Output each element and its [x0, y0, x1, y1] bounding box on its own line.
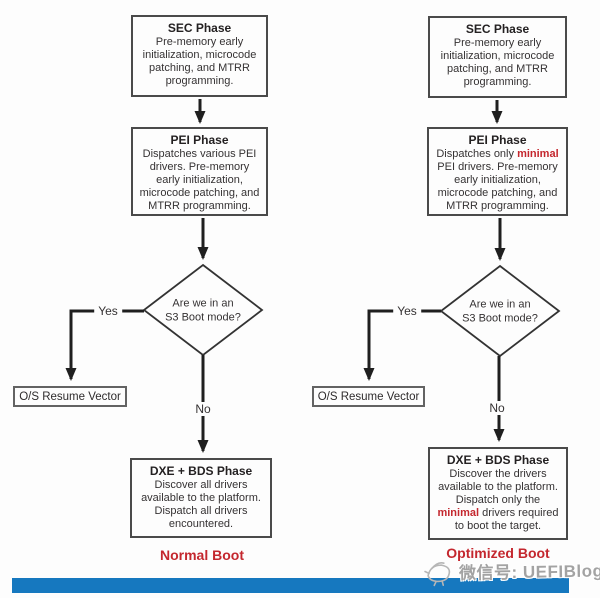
right-sec-phase-box: SEC Phase Pre-memory early initializatio…: [428, 16, 567, 98]
left-sec-phase-box: SEC Phase Pre-memory early initializatio…: [131, 15, 268, 97]
right-pei-body: Dispatches only minimal PEI drivers. Pre…: [436, 148, 559, 212]
right-pei-title: PEI Phase: [468, 133, 527, 147]
right-pei-minimal-highlight: minimal: [517, 148, 559, 160]
left-sec-title: SEC Phase: [167, 21, 232, 35]
right-dxe-minimal-highlight: minimal: [437, 507, 480, 519]
left-dxe-title: DXE + BDS Phase: [149, 464, 253, 478]
watermark-text: 微信号: UEFIBlog: [458, 560, 600, 583]
right-sec-title: SEC Phase: [465, 22, 530, 36]
left-os-resume-vector-label: O/S Resume Vector: [19, 390, 121, 403]
right-yes-label: Yes: [393, 304, 421, 318]
left-os-resume-vector-box: O/S Resume Vector: [13, 386, 127, 407]
bottom-blue-bar: [12, 578, 569, 593]
left-dxe-body: Discover all drivers available to the pl…: [141, 479, 261, 530]
left-pei-body: Dispatches various PEI drivers. Pre-memo…: [139, 148, 260, 212]
normal-boot-caption: Normal Boot: [160, 547, 244, 563]
optimized-boot-caption: Optimized Boot: [446, 545, 550, 561]
left-dxe-bds-phase-box: DXE + BDS Phase Discover all drivers ava…: [130, 458, 272, 538]
left-no-label: No: [191, 402, 215, 416]
left-decision-question: Are we in an S3 Boot mode?: [165, 297, 241, 324]
right-no-label: No: [485, 401, 509, 415]
right-os-resume-vector-box: O/S Resume Vector: [312, 386, 425, 407]
left-pei-phase-box: PEI Phase Dispatches various PEI drivers…: [131, 127, 268, 216]
right-decision-question: Are we in an S3 Boot mode?: [462, 298, 538, 325]
watermark-doodle-icon: [424, 562, 451, 587]
right-os-resume-vector-label: O/S Resume Vector: [317, 390, 420, 403]
left-pei-title: PEI Phase: [170, 133, 229, 147]
right-pei-phase-box: PEI Phase Dispatches only minimal PEI dr…: [427, 127, 568, 216]
right-dxe-body: Discover the drivers available to the pl…: [437, 468, 559, 532]
left-sec-body: Pre-memory early initialization, microco…: [142, 36, 257, 87]
left-yes-branch-arrow: [65, 309, 144, 381]
right-sec-body: Pre-memory early initialization, microco…: [440, 37, 555, 88]
wechat-watermark: 微信号: UEFIBlog: [421, 552, 600, 587]
right-dxe-title: DXE + BDS Phase: [446, 453, 550, 467]
right-dxe-bds-phase-box: DXE + BDS Phase Discover the drivers ava…: [428, 447, 568, 540]
left-yes-label: Yes: [94, 304, 122, 318]
right-yes-branch-arrow: [363, 309, 441, 381]
